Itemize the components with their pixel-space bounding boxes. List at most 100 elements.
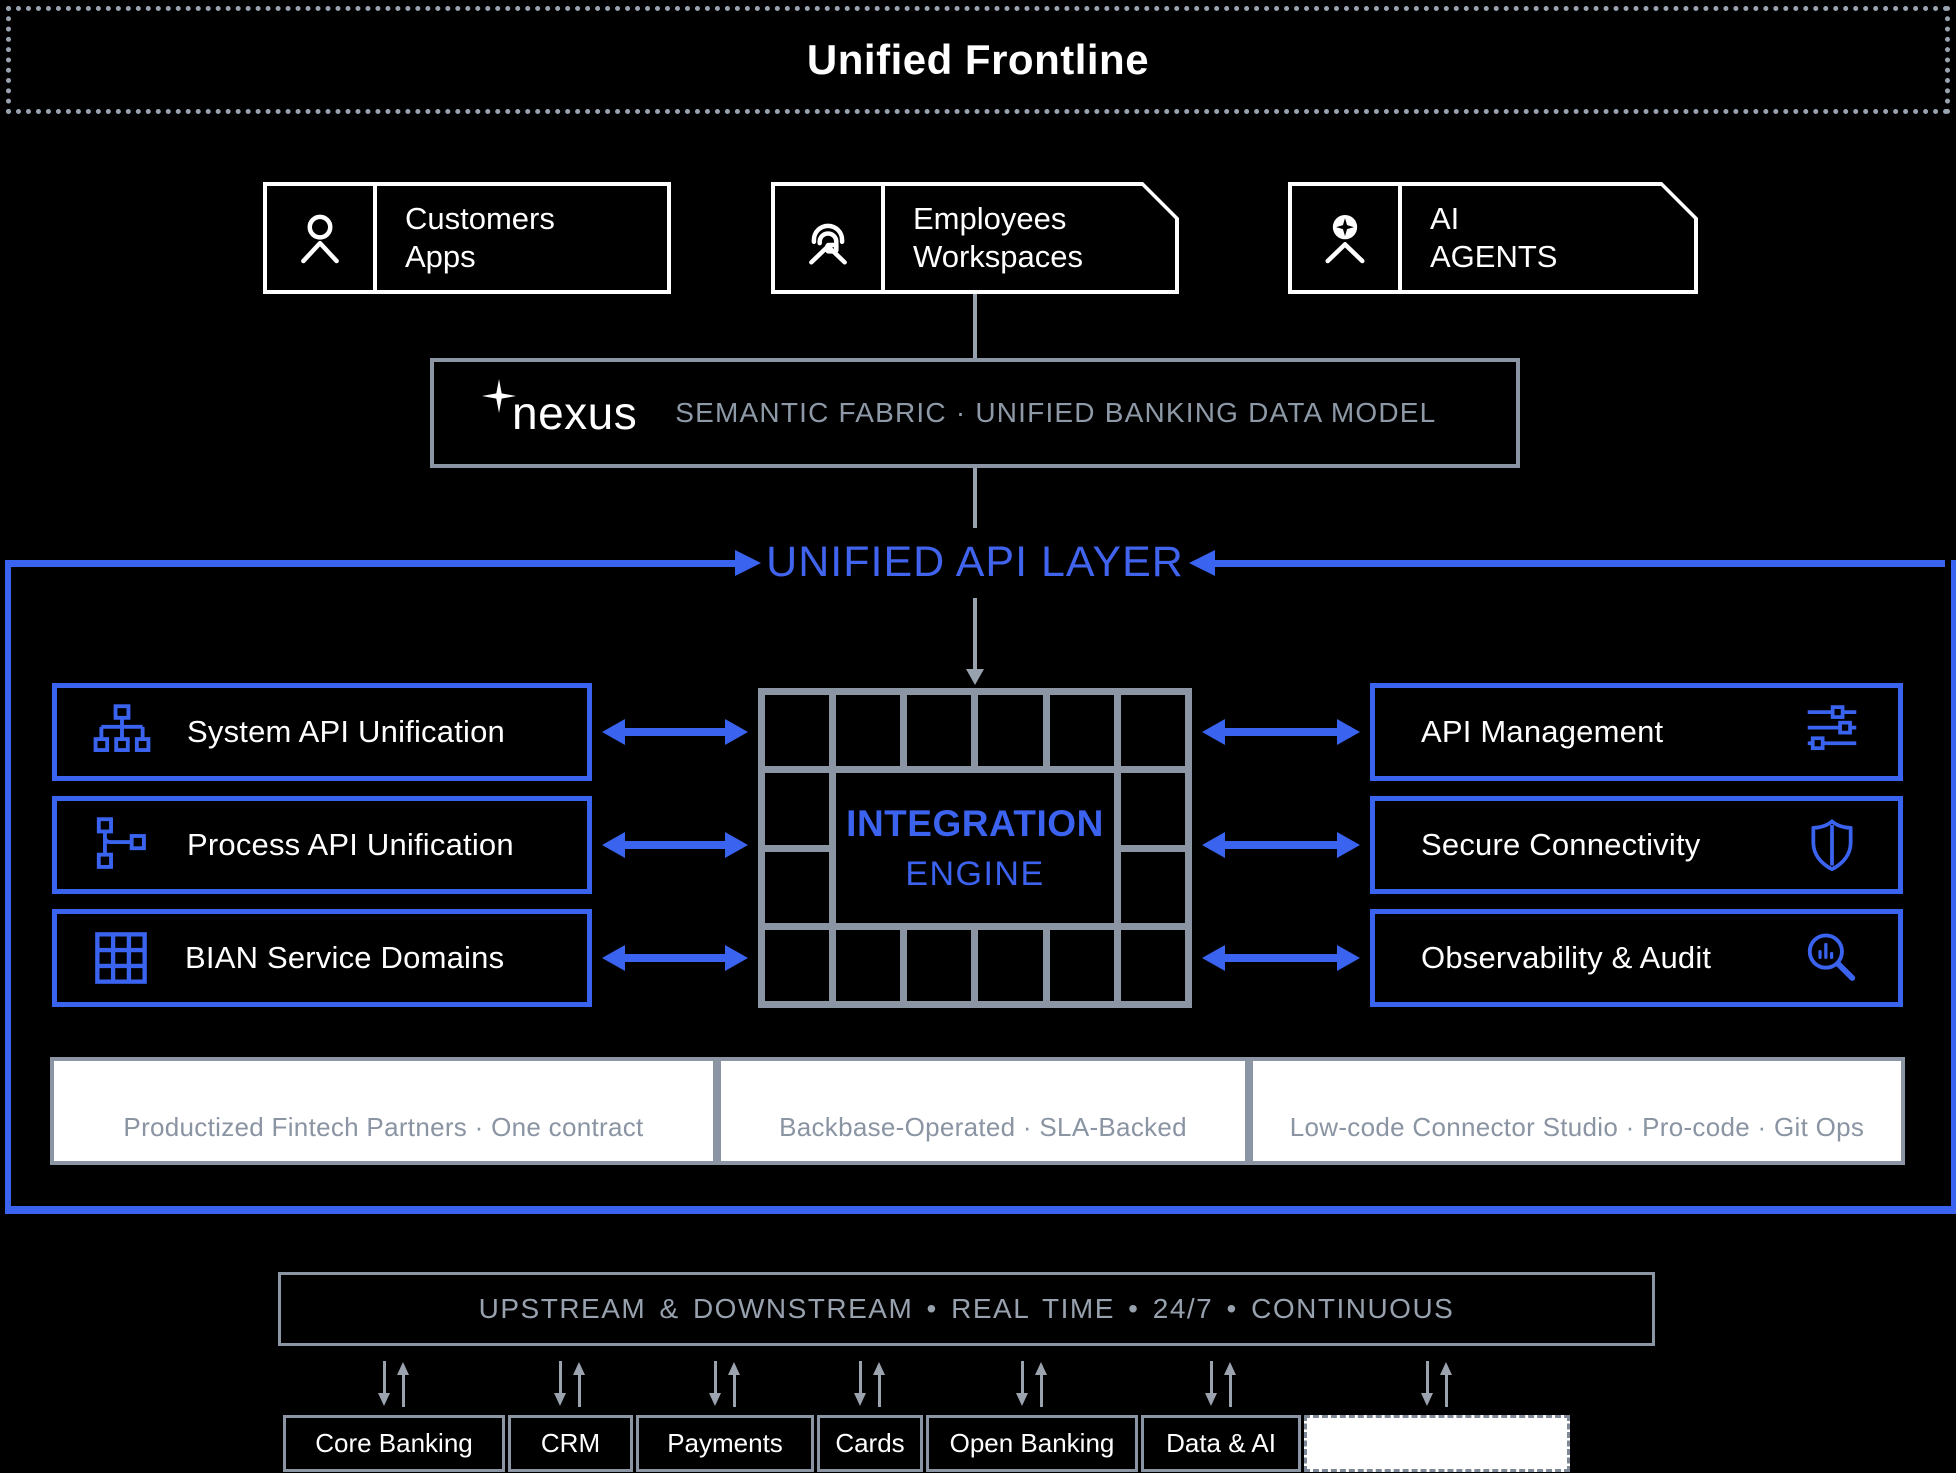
ai-agents-box: AI AGENTS bbox=[1288, 182, 1698, 294]
customers-apps-box: Customers Apps bbox=[263, 182, 671, 294]
system-label: Core Banking bbox=[315, 1428, 473, 1458]
integration-engine-core: INTEGRATION ENGINE bbox=[836, 773, 1114, 923]
strip-label: Backbase-Operated · SLA-Backed bbox=[779, 1112, 1187, 1142]
ai-sparkle-person-icon bbox=[1292, 186, 1402, 290]
engine-cell bbox=[1120, 773, 1185, 845]
value-strip-connector-studio: Low-code Connector Studio · Pro-code · G… bbox=[1249, 1057, 1905, 1165]
bian-service-domains-box: BIAN Service Domains bbox=[52, 909, 592, 1007]
magnifier-chart-icon bbox=[1802, 929, 1860, 987]
updown-arrows-icon bbox=[835, 1361, 905, 1407]
double-arrow-icon bbox=[602, 832, 748, 858]
person-icon bbox=[267, 186, 377, 290]
engine-cell bbox=[765, 773, 830, 845]
unified-api-layer-title: UNIFIED API LAYER bbox=[766, 538, 1184, 586]
grid-icon bbox=[93, 930, 149, 986]
frame-arrow-left-icon bbox=[1189, 550, 1945, 576]
stream-bar-label: UPSTREAM & DOWNSTREAM • REAL TIME • 24/7… bbox=[478, 1293, 1455, 1324]
system-label: CRM bbox=[540, 1428, 601, 1458]
updown-arrows-icon bbox=[1402, 1361, 1472, 1407]
updown-arrows-icon bbox=[1186, 1361, 1256, 1407]
system-label: Payments bbox=[667, 1428, 783, 1458]
observability-audit-box: Observability & Audit bbox=[1370, 909, 1903, 1007]
system-core-banking: Core Banking bbox=[283, 1415, 505, 1472]
engine-cell bbox=[978, 929, 1043, 1001]
api-management-box: API Management bbox=[1370, 683, 1903, 781]
sliders-icon bbox=[1804, 704, 1860, 760]
strip-label: Low-code Connector Studio · Pro-code · G… bbox=[1289, 1112, 1865, 1142]
engine-cell bbox=[1120, 929, 1185, 1001]
branch-icon bbox=[93, 816, 151, 874]
engine-cell bbox=[907, 929, 972, 1001]
engine-title: INTEGRATION bbox=[846, 802, 1104, 844]
customers-apps-label: Customers Apps bbox=[377, 186, 555, 290]
nexus-semantic-fabric-bar: nexus SEMANTIC FABRIC · UNIFIED BANKING … bbox=[430, 358, 1520, 468]
double-arrow-icon bbox=[602, 945, 748, 971]
double-arrow-icon bbox=[1202, 719, 1360, 745]
capability-label: API Management bbox=[1421, 714, 1664, 749]
double-arrow-icon bbox=[1202, 945, 1360, 971]
integration-engine-grid: INTEGRATION ENGINE bbox=[758, 688, 1192, 1008]
strip-label: Productized Fintech Partners · One contr… bbox=[123, 1112, 644, 1142]
value-strip-backbase-operated: Backbase-Operated · SLA-Backed bbox=[717, 1057, 1249, 1165]
nexus-caption: SEMANTIC FABRIC · UNIFIED BANKING DATA M… bbox=[675, 397, 1437, 428]
capability-label: Observability & Audit bbox=[1421, 940, 1712, 975]
system-payments: Payments bbox=[636, 1415, 814, 1472]
connector-nexus-apilayer bbox=[973, 468, 977, 528]
label-line1: AI bbox=[1430, 201, 1460, 237]
engine-cell bbox=[1120, 851, 1185, 923]
label-line2: AGENTS bbox=[1430, 239, 1558, 274]
updown-arrows-icon bbox=[359, 1361, 429, 1407]
double-arrow-icon bbox=[602, 719, 748, 745]
label-line1: Customers bbox=[405, 201, 555, 237]
label-line2: Workspaces bbox=[913, 239, 1083, 274]
system-cards: Cards bbox=[817, 1415, 923, 1472]
nexus-wordmark: nexus bbox=[512, 387, 638, 439]
ai-agents-label: AI AGENTS bbox=[1402, 186, 1557, 290]
engine-subtitle: ENGINE bbox=[905, 854, 1045, 893]
process-api-unification-box: Process API Unification bbox=[52, 796, 592, 894]
secure-connectivity-box: Secure Connectivity bbox=[1370, 796, 1903, 894]
label-line2: Apps bbox=[405, 239, 476, 274]
employees-workspaces-label: Employees Workspaces bbox=[885, 186, 1083, 290]
engine-cell bbox=[765, 695, 830, 767]
connector-apilayer-engine bbox=[966, 598, 984, 685]
engine-cell bbox=[1049, 695, 1114, 767]
engine-cell bbox=[1120, 695, 1185, 767]
engine-cell bbox=[765, 851, 830, 923]
unified-frontline-strip: Unified Frontline bbox=[6, 6, 1950, 114]
updown-arrows-icon bbox=[690, 1361, 760, 1407]
engine-cell bbox=[907, 695, 972, 767]
frame-arrow-right-icon bbox=[5, 550, 761, 576]
engine-cell bbox=[765, 929, 830, 1001]
api-layer-frame bbox=[5, 560, 1956, 1214]
shield-icon bbox=[1804, 817, 1860, 873]
engine-cell bbox=[836, 695, 901, 767]
employees-workspaces-box: Employees Workspaces bbox=[771, 182, 1179, 294]
value-strip-fintech-partners: Productized Fintech Partners · One contr… bbox=[50, 1057, 717, 1165]
page-title: Unified Frontline bbox=[806, 36, 1150, 83]
nexus-logo: nexus bbox=[482, 379, 638, 440]
system-label: Cards bbox=[835, 1428, 905, 1458]
stream-bar: UPSTREAM & DOWNSTREAM • REAL TIME • 24/7… bbox=[278, 1272, 1655, 1346]
system-label: Open Banking bbox=[949, 1428, 1115, 1458]
system-api-unification-box: System API Unification bbox=[52, 683, 592, 781]
engine-cell bbox=[978, 695, 1043, 767]
capability-label: System API Unification bbox=[187, 714, 505, 749]
updown-arrows-icon bbox=[535, 1361, 605, 1407]
system-open-banking: Open Banking bbox=[926, 1415, 1138, 1472]
engine-cell bbox=[836, 929, 901, 1001]
engine-cell bbox=[1049, 929, 1114, 1001]
double-arrow-icon bbox=[1202, 832, 1360, 858]
system-label: Data & AI bbox=[1166, 1428, 1276, 1458]
capability-label: Secure Connectivity bbox=[1421, 827, 1701, 862]
sparkle-icon bbox=[482, 379, 516, 413]
headset-person-icon bbox=[775, 186, 885, 290]
system-data-ai: Data & AI bbox=[1141, 1415, 1301, 1472]
system-crm: CRM bbox=[508, 1415, 633, 1472]
capability-label: Process API Unification bbox=[187, 827, 514, 862]
hierarchy-icon bbox=[93, 703, 151, 761]
system-placeholder bbox=[1304, 1415, 1570, 1472]
capability-label: BIAN Service Domains bbox=[185, 940, 505, 975]
connector-frontline-nexus bbox=[973, 294, 977, 358]
